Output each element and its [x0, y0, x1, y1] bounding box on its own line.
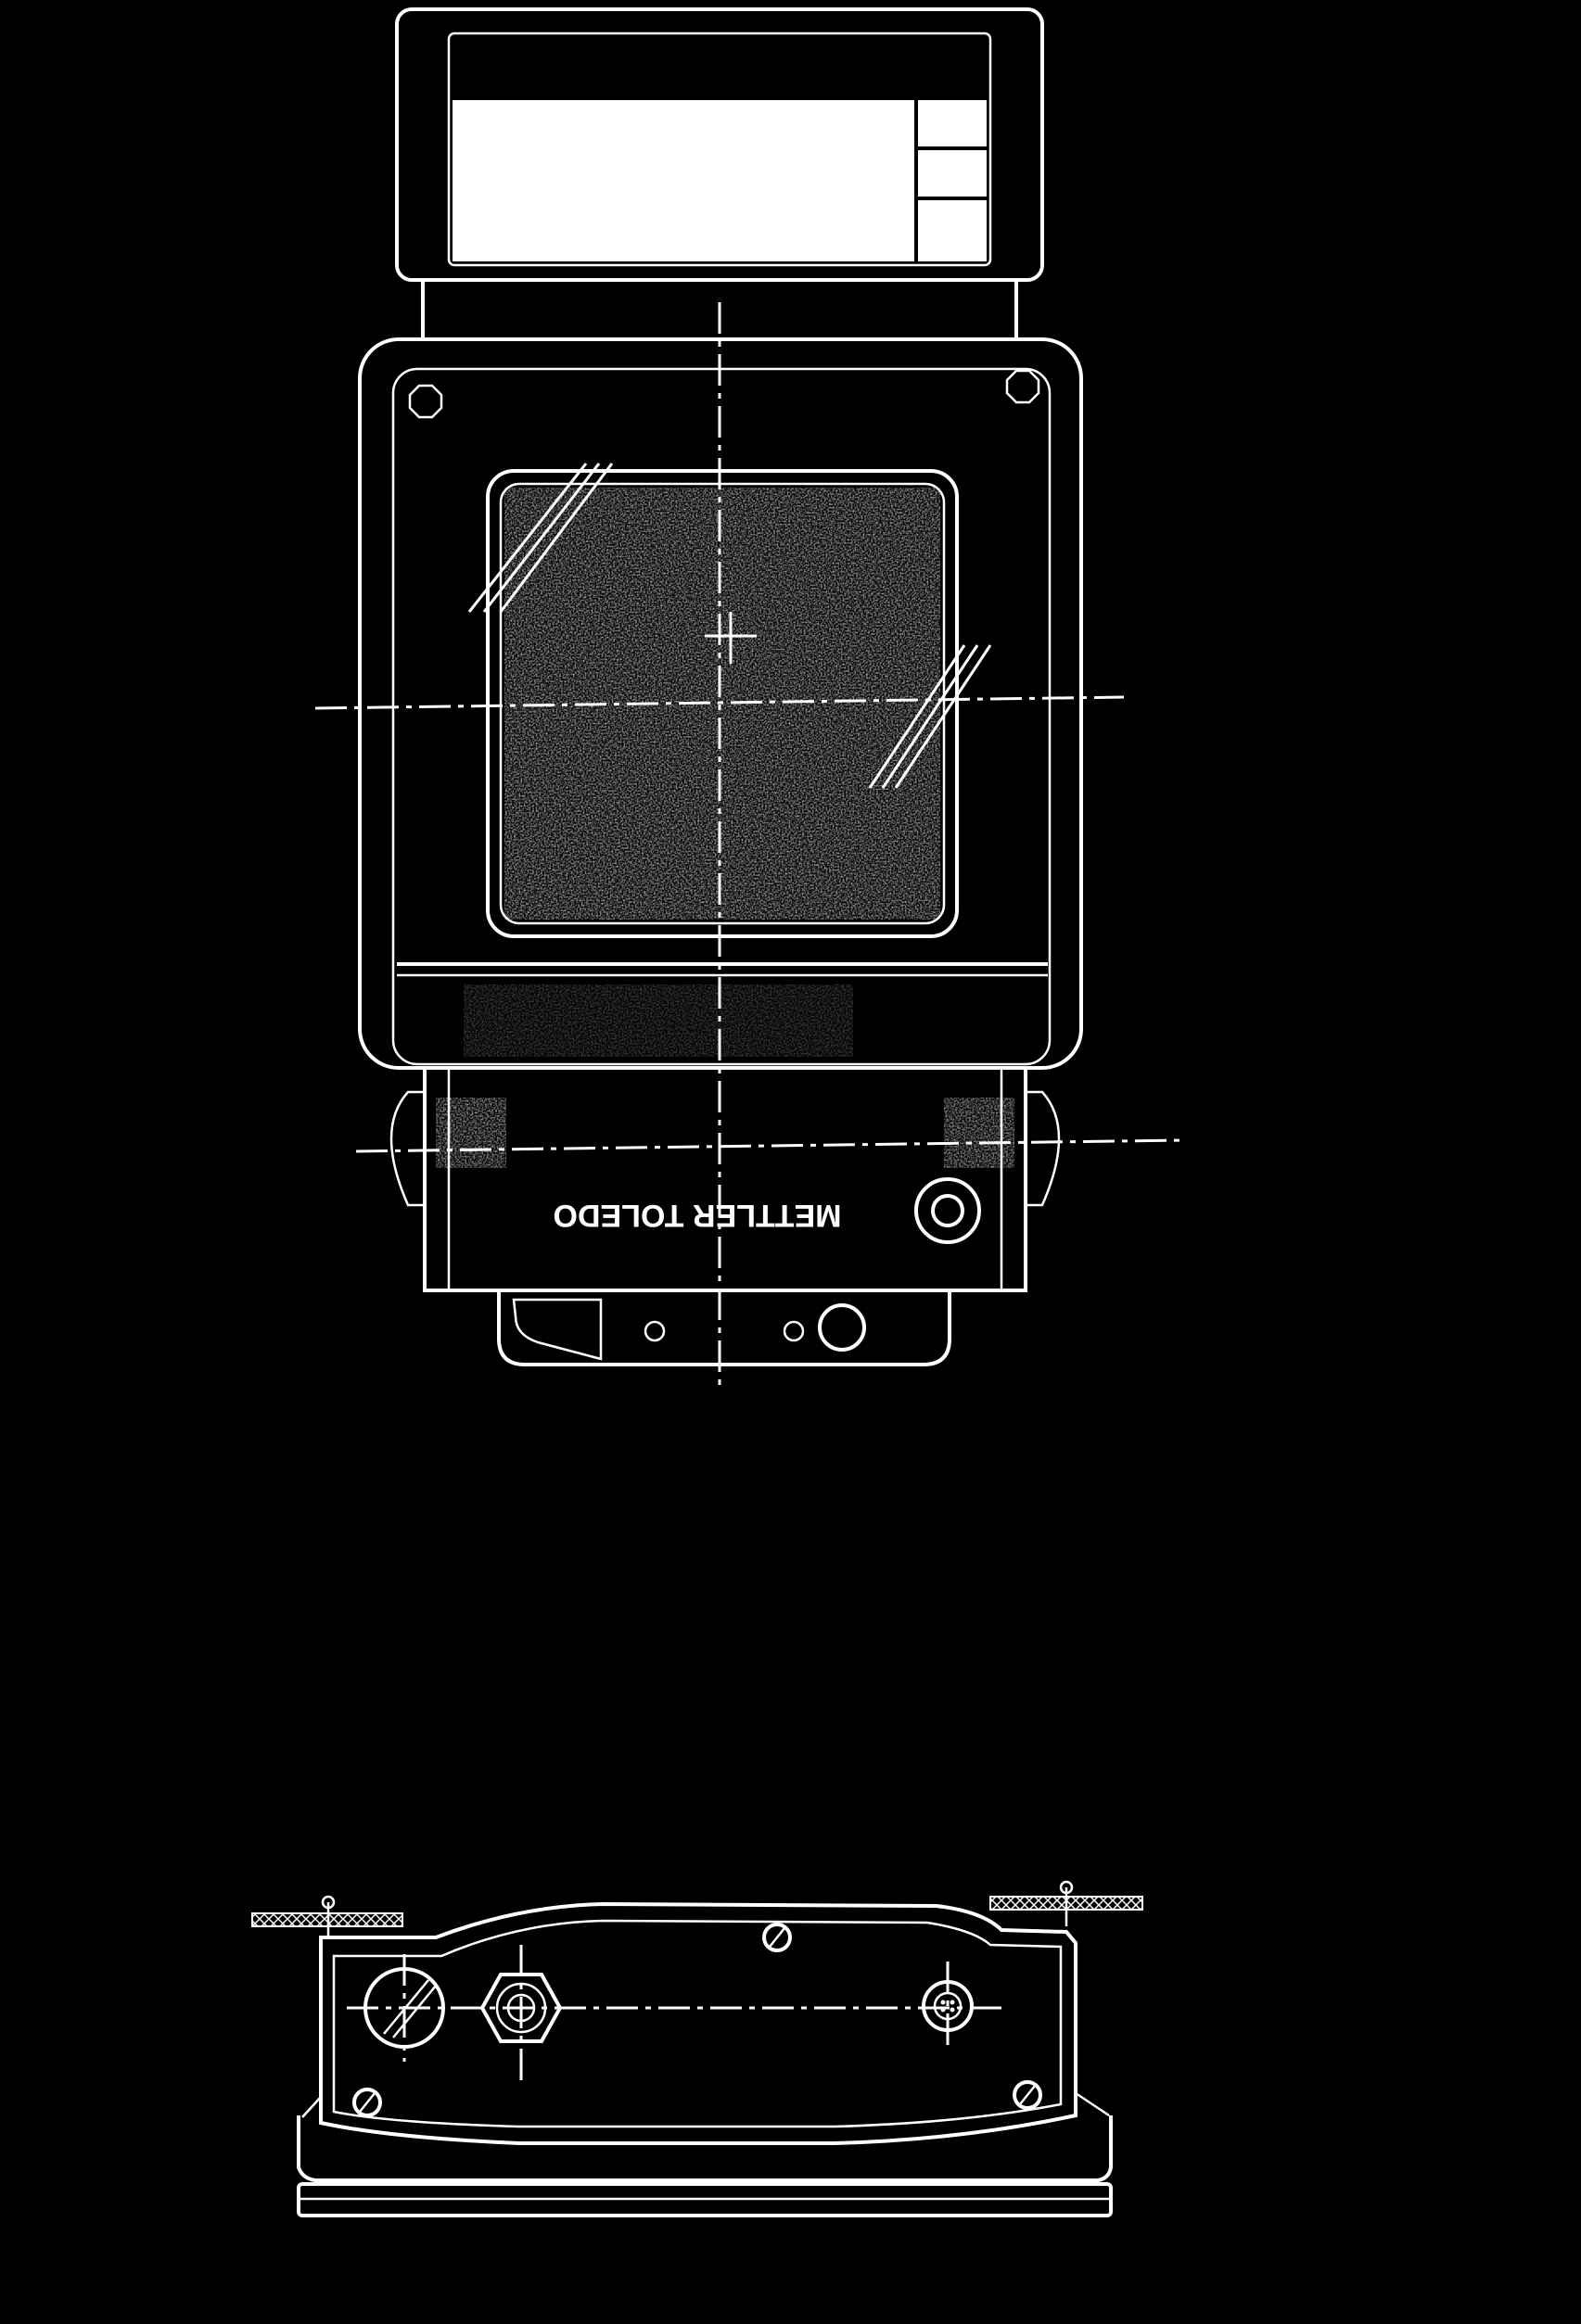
level-indicator	[914, 1177, 981, 1244]
brand-marking: METTLER TOLEDO	[553, 1198, 841, 1233]
base-block: METTLER TOLEDO	[423, 1066, 1027, 1292]
centre-lines	[314, 302, 1186, 1391]
front-view: METTLER TOLEDO	[314, 7, 1186, 1391]
screw-left	[352, 2088, 382, 2117]
screw-right	[1013, 2080, 1042, 2110]
bottom-components	[352, 1923, 1042, 2117]
connector-plate	[497, 1290, 951, 1366]
base-plate	[297, 2091, 1113, 2217]
power-socket	[818, 1303, 866, 1352]
display-key-column	[914, 100, 987, 261]
corner-screw-left	[408, 384, 443, 419]
glass-reflection-hatch	[467, 463, 992, 789]
pan-center-cross	[705, 612, 757, 664]
display-panel	[453, 100, 987, 261]
corner-screw-right	[1005, 369, 1040, 404]
housing-underside	[319, 1901, 1077, 2145]
bottom-centre-lines	[347, 1945, 1001, 2082]
display-head	[395, 7, 1044, 282]
housing	[358, 337, 1083, 1070]
connector-hole	[783, 1320, 805, 1342]
bottom-view	[251, 1880, 1143, 2217]
adjusting-rod-left	[251, 1895, 403, 1939]
screw-top	[762, 1923, 792, 1952]
connector-hole	[644, 1320, 666, 1342]
leveling-knob-right	[944, 1090, 1061, 1207]
adjusting-rod-right	[989, 1880, 1143, 1926]
terminal-neck	[421, 280, 1018, 339]
